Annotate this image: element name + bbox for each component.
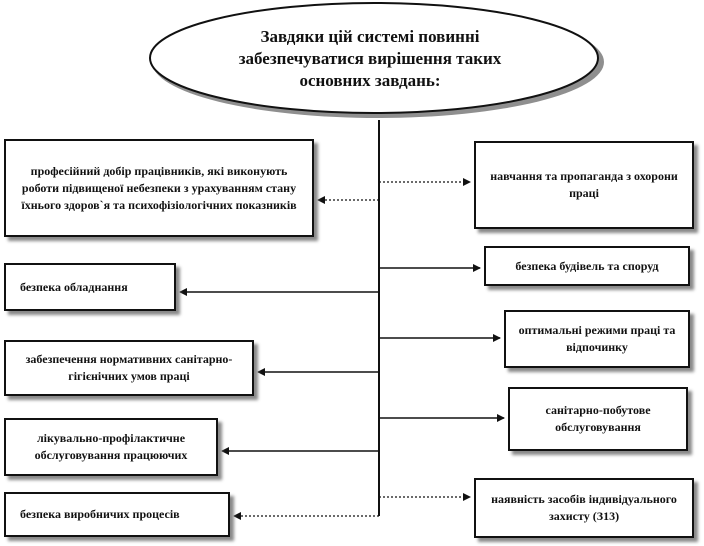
task-label: безпека будівель та споруд (515, 258, 659, 273)
task-label: професійний добір працівників, які викон… (21, 163, 297, 212)
central-ellipse (149, 2, 599, 114)
task-label: безпека обладнання (20, 279, 128, 294)
task-box-left-1: професійний добір працівників, які викон… (4, 139, 314, 237)
task-label: безпека виробничих процесів (20, 507, 180, 521)
task-box-right-1: навчання та пропаганда з охорони праці (474, 141, 694, 229)
task-label: навчання та пропаганда з охорони праці (490, 169, 678, 200)
task-box-left-3: забезпечення нормативних санітарно-гігіє… (4, 340, 254, 396)
task-box-right-2: безпека будівель та споруд (484, 246, 690, 286)
task-label: забезпечення нормативних санітарно-гігіє… (25, 352, 233, 383)
task-box-right-4: санітарно-побутове обслуговування (508, 387, 688, 451)
task-box-right-5: наявність засобів індивідуального захист… (474, 478, 694, 538)
task-label: наявність засобів індивідуального захист… (491, 492, 677, 523)
task-box-left-4: лікувально-профілактичне обслуговування … (4, 418, 218, 476)
task-box-left-2: безпека обладнання (4, 263, 176, 311)
task-label: санітарно-побутове обслуговування (545, 403, 651, 434)
task-box-right-3: оптимальні режими праці та відпочинку (504, 310, 690, 368)
task-box-left-5: безпека виробничих процесів (4, 492, 230, 537)
task-label: лікувально-профілактичне обслуговування … (34, 431, 188, 462)
task-label: оптимальні режими праці та відпочинку (518, 323, 676, 354)
central-title: Завдяки цій системі повинні забезпечуват… (238, 27, 502, 90)
